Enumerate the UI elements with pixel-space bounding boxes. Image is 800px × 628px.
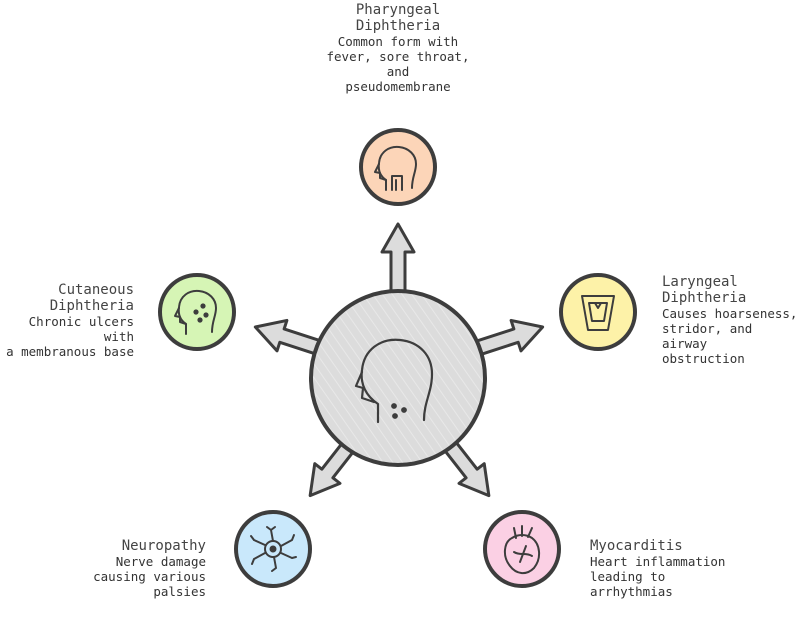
face-lesions-icon <box>174 289 217 335</box>
pharyngeal-desc-2: fever, sore throat, <box>326 49 470 64</box>
label-myocarditis: Myocarditis Heart inflammation leading t… <box>590 538 730 599</box>
neuropathy-desc-3: palsies <box>153 584 206 599</box>
laryngeal-title-line2: Diphtheria <box>662 290 747 306</box>
neuropathy-desc-1: Nerve damage <box>115 554 206 569</box>
pharyngeal-desc-4: pseudomembrane <box>345 79 451 94</box>
laryngeal-title-line1: Laryngeal <box>662 274 738 290</box>
cutaneous-desc-2: a membranous base <box>6 344 134 359</box>
node-pharyngeal <box>359 128 437 206</box>
heart-icon <box>504 525 540 574</box>
larynx-icon <box>581 295 615 331</box>
arrow-to-laryngeal <box>474 318 545 357</box>
laryngeal-desc-3: obstruction <box>662 351 745 366</box>
label-laryngeal: Laryngeal Diphtheria Causes hoarseness, … <box>662 274 798 366</box>
neuron-icon <box>250 526 297 572</box>
label-neuropathy: Neuropathy Nerve damage causing various … <box>66 538 206 599</box>
pharyngeal-title-line1: Pharyngeal <box>355 2 441 18</box>
arrow-to-cutaneous <box>253 318 324 357</box>
cutaneous-title-line1: Cutaneous <box>58 282 134 298</box>
arrow-to-pharyngeal <box>380 222 416 294</box>
neuropathy-desc-2: causing various <box>93 569 206 584</box>
myocarditis-desc-3: arrhythmias <box>590 584 673 599</box>
pharyngeal-desc-1: Common form with <box>337 34 459 49</box>
node-laryngeal <box>559 273 637 351</box>
head-icon <box>354 338 434 424</box>
node-neuropathy <box>234 510 312 588</box>
cutaneous-desc-1: Chronic ulcers with <box>28 314 134 344</box>
myocarditis-desc-1: Heart inflammation <box>590 554 726 569</box>
arrows <box>253 222 545 498</box>
cutaneous-title-line2: Diphtheria <box>49 298 134 314</box>
head-throat-icon <box>374 145 417 191</box>
label-cutaneous: Cutaneous Diphtheria Chronic ulcers with… <box>2 282 134 359</box>
myocarditis-title: Myocarditis <box>590 538 683 554</box>
node-cutaneous <box>158 273 236 351</box>
myocarditis-desc-2: leading to <box>590 569 666 584</box>
pharyngeal-desc-3: and <box>386 64 410 79</box>
laryngeal-desc-1: Causes hoarseness, <box>662 306 798 321</box>
laryngeal-desc-2: stridor, and airway <box>662 321 753 351</box>
pharyngeal-title-line2: Diphtheria <box>355 18 441 34</box>
node-myocarditis <box>483 510 561 588</box>
label-pharyngeal: Pharyngeal Diphtheria Common form with f… <box>318 2 478 94</box>
hub <box>309 289 487 467</box>
neuropathy-title: Neuropathy <box>121 538 206 554</box>
